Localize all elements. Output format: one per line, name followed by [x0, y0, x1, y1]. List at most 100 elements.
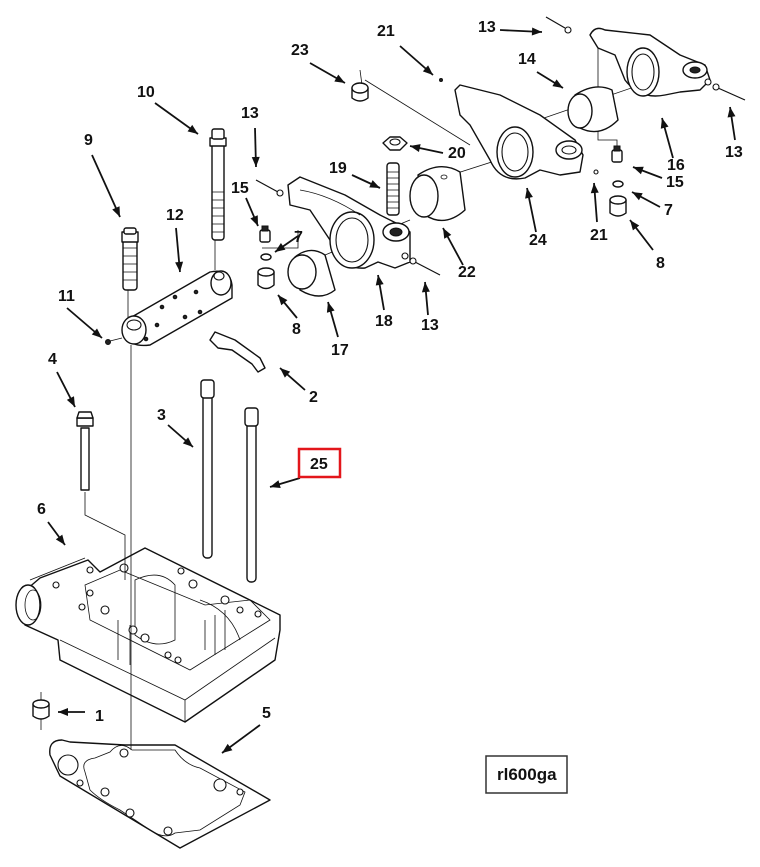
highlighted-callout-25[interactable]: 25 — [297, 447, 342, 479]
arrowhead-20 — [410, 144, 421, 152]
plug-screw-13-lower[interactable] — [409, 257, 441, 276]
socket-8-left[interactable] — [257, 267, 275, 290]
arrowhead-17 — [326, 302, 335, 313]
bushing-17[interactable] — [287, 249, 336, 297]
callout-13-top[interactable]: 13 — [478, 19, 496, 36]
arrowhead-25 — [270, 480, 281, 488]
arrowhead-13r — [727, 107, 736, 118]
housing-capscrew[interactable] — [76, 411, 94, 491]
push-rod-25[interactable] — [244, 407, 259, 583]
arrowhead-7r — [632, 192, 643, 201]
rocker-lever-housing[interactable] — [15, 547, 281, 723]
arrowhead-16 — [660, 118, 669, 129]
leader-line-9 — [91, 154, 121, 218]
arrowhead-21b — [590, 183, 599, 194]
adjusting-screw-15-right[interactable] — [611, 145, 623, 163]
socket-8-right[interactable] — [609, 195, 627, 217]
callout-14[interactable]: 14 — [518, 51, 536, 68]
arrowhead-24 — [525, 188, 533, 199]
arrowhead-8l — [278, 295, 288, 306]
callout-23[interactable]: 23 — [291, 42, 309, 59]
arrowhead-12 — [175, 261, 184, 272]
reference-code-box: rl600ga — [485, 755, 568, 794]
callout-21-lower[interactable]: 21 — [590, 227, 608, 244]
arrowhead-21t — [422, 65, 433, 75]
callout-5[interactable]: 5 — [262, 705, 271, 722]
callout-1[interactable]: 1 — [95, 708, 104, 725]
bushing-14[interactable] — [567, 86, 619, 133]
plug-screw-13-left[interactable] — [255, 179, 284, 197]
arrowhead-19 — [369, 180, 380, 188]
callout-24[interactable]: 24 — [529, 232, 547, 249]
plug-screw-13-top[interactable] — [545, 16, 572, 34]
dowel-pin[interactable] — [32, 692, 50, 730]
callout-6[interactable]: 6 — [37, 501, 46, 518]
adjusting-screw-15-left[interactable] — [259, 225, 271, 243]
arrowhead-5 — [222, 743, 233, 753]
plug-11[interactable] — [105, 337, 123, 345]
callout-2[interactable]: 2 — [309, 389, 318, 406]
callout-7-left[interactable]: 7 — [294, 229, 303, 246]
callout-18[interactable]: 18 — [375, 313, 393, 330]
callout-8-left[interactable]: 8 — [292, 321, 301, 338]
arrowhead-4 — [66, 396, 75, 407]
callout-8-right[interactable]: 8 — [656, 255, 665, 272]
callout-16[interactable]: 16 — [667, 157, 685, 174]
shaft-capscrew-long[interactable] — [209, 128, 227, 241]
callout-13-lower[interactable]: 13 — [421, 317, 439, 334]
exhaust-rocker-lever[interactable] — [589, 27, 712, 97]
callout-19[interactable]: 19 — [329, 160, 347, 177]
callout-3[interactable]: 3 — [157, 407, 166, 424]
arrowhead-6 — [55, 534, 65, 545]
callout-15-left[interactable]: 15 — [231, 180, 249, 197]
arrowhead-3 — [182, 437, 193, 447]
callout-12[interactable]: 12 — [166, 207, 184, 224]
arrowhead-9 — [112, 206, 120, 217]
callout-21-top[interactable]: 21 — [377, 23, 395, 40]
arrowhead-13t — [531, 27, 542, 36]
crosshead[interactable] — [209, 331, 266, 373]
callout-13-left[interactable]: 13 — [241, 105, 259, 122]
arrowhead-23 — [334, 74, 345, 83]
arrowhead-8r — [630, 220, 640, 231]
callout-7-right[interactable]: 7 — [664, 202, 673, 219]
callout-22[interactable]: 22 — [458, 264, 476, 281]
arrowhead-18 — [375, 275, 384, 286]
injector-adjusting-screw[interactable] — [386, 162, 400, 216]
rocker-lever-shaft[interactable] — [121, 270, 233, 347]
callout-25[interactable]: 25 — [310, 456, 328, 473]
callout-20[interactable]: 20 — [448, 145, 466, 162]
callout-15-right[interactable]: 15 — [666, 174, 684, 191]
housing-gasket[interactable] — [49, 739, 271, 849]
intake-rocker-lever[interactable] — [287, 176, 411, 269]
plug-screw-13-right[interactable] — [712, 83, 746, 101]
retainer-ring-7-left[interactable] — [260, 253, 272, 261]
locknut[interactable] — [382, 136, 408, 151]
callout-9[interactable]: 9 — [84, 132, 93, 149]
socket-23[interactable] — [351, 82, 369, 102]
leader-arrows — [47, 27, 736, 754]
arrowhead-22 — [443, 228, 452, 239]
injector-rocker-lever[interactable] — [439, 78, 599, 180]
callout-4[interactable]: 4 — [48, 351, 57, 368]
arrowhead-1 — [58, 708, 68, 716]
arrowhead-14 — [552, 79, 563, 88]
callout-17[interactable]: 17 — [331, 342, 349, 359]
arrowhead-13lo — [421, 282, 430, 293]
reference-code: rl600ga — [497, 765, 557, 784]
arrowhead-2 — [280, 368, 291, 378]
callout-10[interactable]: 10 — [137, 84, 155, 101]
callout-11[interactable]: 11 — [58, 288, 75, 305]
push-rod-3[interactable] — [200, 379, 215, 559]
callout-labels: 1 2 3 4 5 6 7 7 8 8 9 10 11 12 13 13 13 … — [37, 19, 743, 725]
callout-13-right[interactable]: 13 — [725, 144, 743, 161]
shaft-capscrew-short[interactable] — [121, 227, 139, 291]
arrowhead-15l — [250, 215, 258, 226]
arrowhead-13l — [251, 156, 260, 167]
arrowhead-10 — [187, 124, 198, 134]
retainer-ring-7-right[interactable] — [612, 180, 624, 188]
arrowhead-7l — [275, 243, 286, 252]
arrowhead-15r — [633, 166, 644, 175]
bushing-22[interactable] — [409, 166, 466, 222]
